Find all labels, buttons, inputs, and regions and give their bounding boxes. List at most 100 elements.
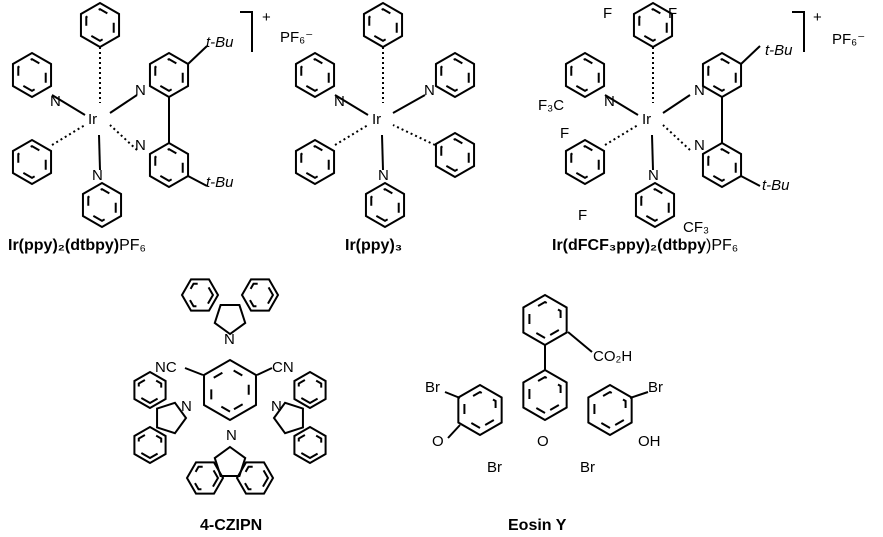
bond xyxy=(740,175,761,187)
ring-double-bonds xyxy=(17,58,47,92)
ring-double-bonds xyxy=(463,390,497,430)
bond xyxy=(109,124,138,151)
ring-double-bonds xyxy=(370,188,400,222)
aromatic-ring xyxy=(364,181,406,229)
compound-eosin-y: CO₂H Br Br Br Br O O OH Eosin Y xyxy=(425,348,663,534)
aromatic-ring xyxy=(185,461,225,495)
bond xyxy=(381,134,384,171)
aromatic-ring xyxy=(587,383,633,437)
tbutyl-label: t-Bu xyxy=(206,174,234,191)
nitrogen-atom: N xyxy=(334,93,345,110)
carbonyl-oxygen: O xyxy=(432,433,444,450)
aromatic-ring xyxy=(632,1,674,49)
ring-double-bonds xyxy=(707,148,737,182)
bond xyxy=(109,94,138,114)
ring-double-bonds xyxy=(240,465,270,491)
pyrrole-ring xyxy=(156,401,188,435)
aromatic-ring xyxy=(293,425,327,465)
nitrogen-atom: N xyxy=(135,137,146,154)
aromatic-ring xyxy=(133,425,167,465)
ring-double-bonds xyxy=(190,465,220,491)
ring-double-bonds xyxy=(368,8,398,42)
ring-double-bonds xyxy=(300,145,330,179)
ring-oxygen: O xyxy=(537,433,549,450)
bond xyxy=(334,94,369,116)
nitrile-label: NC xyxy=(155,359,177,376)
ring-double-bonds xyxy=(528,300,562,340)
ring-double-bonds xyxy=(707,58,737,92)
iridium-atom: Ir xyxy=(372,111,381,128)
nitrogen-atom: N xyxy=(224,331,235,348)
aromatic-ring xyxy=(362,1,404,49)
aromatic-ring xyxy=(133,370,167,410)
bond xyxy=(51,124,86,146)
trifluoromethyl-label: F₃C xyxy=(538,97,564,114)
fluorine-atom: F xyxy=(578,207,587,224)
counterion-label: PF₆⁻ xyxy=(832,31,865,48)
aromatic-ring xyxy=(434,51,476,99)
bond xyxy=(334,124,369,146)
ring-double-bonds xyxy=(154,58,184,92)
bond xyxy=(51,94,86,116)
charge-label: + xyxy=(813,9,822,26)
hydroxyl-label: OH xyxy=(638,433,661,450)
aromatic-ring xyxy=(564,51,606,99)
aromatic-ring xyxy=(522,293,568,347)
ring-double-bonds xyxy=(528,375,562,415)
iridium-atom: Ir xyxy=(642,111,651,128)
fluorine-atom: F xyxy=(560,125,569,142)
nitrogen-atom: N xyxy=(604,93,615,110)
ring-double-bonds xyxy=(137,430,163,460)
bond xyxy=(447,424,461,439)
ring-double-bonds xyxy=(300,58,330,92)
aromatic-ring xyxy=(294,51,336,99)
aromatic-ring xyxy=(434,131,476,179)
pyrrole-ring xyxy=(213,304,247,336)
carboxylic-acid-label: CO₂H xyxy=(593,348,632,365)
bond xyxy=(98,134,101,171)
aromatic-ring xyxy=(203,358,257,422)
ring-double-bonds xyxy=(638,8,668,42)
trifluoromethyl-label: CF₃ xyxy=(683,219,709,236)
aromatic-ring xyxy=(293,370,327,410)
compound-ir-dfcf3ppy2-dtbpy: Ir N N N N F F F F F₃C CF₃ t-Bu t-Bu + P… xyxy=(538,5,865,254)
nitrogen-atom: N xyxy=(271,398,282,415)
aromatic-ring xyxy=(457,383,503,437)
nitrogen-atom: N xyxy=(694,82,705,99)
ring-double-bonds xyxy=(185,282,215,308)
aromatic-ring xyxy=(240,278,280,312)
fluorine-atom: F xyxy=(603,5,612,22)
compound-4czipn: NC CN N N N N 4-CZIPN xyxy=(155,331,294,534)
nitrogen-atom: N xyxy=(424,82,435,99)
aromatic-ring xyxy=(148,51,190,99)
ring-double-bonds xyxy=(17,145,47,179)
ring-double-bonds xyxy=(154,148,184,182)
ring-double-bonds xyxy=(440,138,470,172)
ring-double-bonds xyxy=(570,145,600,179)
nitrogen-atom: N xyxy=(181,398,192,415)
pyrrole-ring xyxy=(272,401,304,435)
ring-double-bonds xyxy=(137,375,163,405)
bond-lines xyxy=(11,1,761,495)
bromine-atom: Br xyxy=(487,459,502,476)
bond xyxy=(187,175,208,187)
ring-double-bonds xyxy=(297,430,323,460)
aromatic-ring xyxy=(701,51,743,99)
tbutyl-label: t-Bu xyxy=(762,177,790,194)
aromatic-ring xyxy=(11,138,53,186)
aromatic-ring xyxy=(294,138,336,186)
bond xyxy=(256,367,273,376)
aromatic-ring xyxy=(235,461,275,495)
bromine-atom: Br xyxy=(648,379,663,396)
bond xyxy=(187,45,208,65)
ring-double-bonds xyxy=(640,188,670,222)
fluorine-atom: F xyxy=(668,5,677,22)
iridium-atom: Ir xyxy=(88,111,97,128)
aromatic-ring xyxy=(79,1,121,49)
charge-bracket xyxy=(792,11,805,52)
bond xyxy=(662,94,691,114)
ring-double-bonds xyxy=(593,390,627,430)
bond xyxy=(662,124,691,151)
